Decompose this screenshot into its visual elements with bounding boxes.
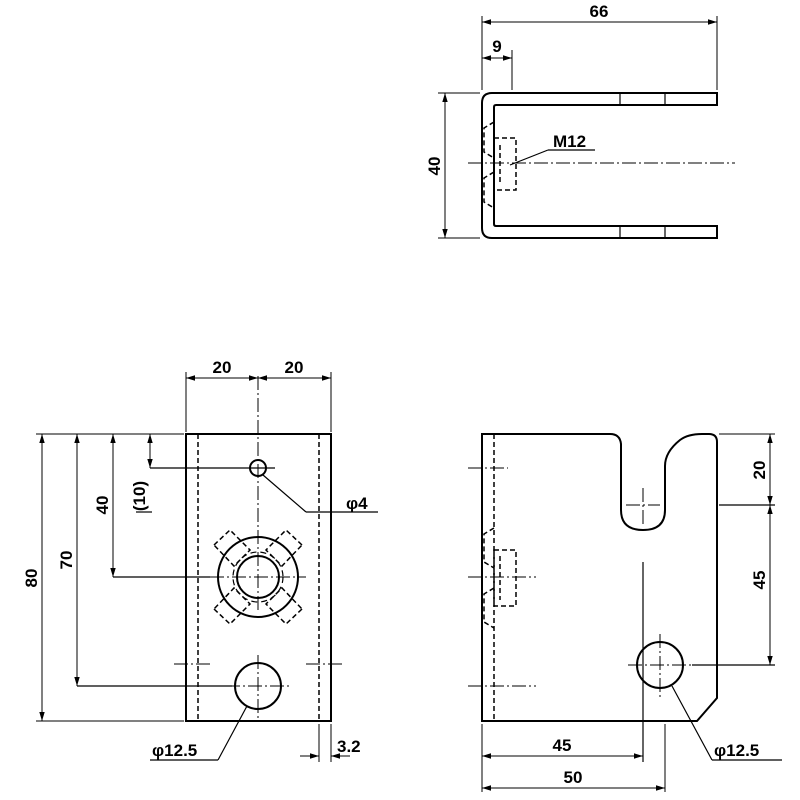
dim-total-height: 80 xyxy=(22,569,41,588)
dim-hole-from-left: 45 xyxy=(553,736,572,755)
dim-lower-hole: 70 xyxy=(57,551,76,570)
dim-slot-depth: 20 xyxy=(750,461,769,480)
dim-thickness: 3.2 xyxy=(337,737,361,756)
dim-total-width: 50 xyxy=(564,768,583,787)
dim-left-col: 20 xyxy=(213,358,232,377)
top-view: 66 9 40 M12 xyxy=(425,2,735,239)
dim-top-offset: 9 xyxy=(492,37,501,56)
dim-top-width: 66 xyxy=(590,2,609,21)
side-view: 20 45 45 50 φ12.5 xyxy=(468,433,782,792)
top-view-outline xyxy=(481,92,718,239)
small-hole-label: φ4 xyxy=(346,494,368,513)
dim-hole-spacing: 45 xyxy=(750,571,769,590)
side-hole-label: φ12.5 xyxy=(714,741,759,760)
front-view: 20 20 80 70 40 (10) φ4 φ12.5 3.2 xyxy=(22,358,378,762)
hidden-nut-top xyxy=(483,121,517,209)
dim-right-col: 20 xyxy=(285,358,304,377)
weld-nut-front xyxy=(210,528,306,626)
dim-center-hole: 40 xyxy=(93,496,112,515)
side-view-outline xyxy=(481,433,718,722)
lower-hole-label: φ12.5 xyxy=(152,741,197,760)
dim-top-height: 40 xyxy=(425,157,444,176)
hidden-nut-side xyxy=(483,527,517,629)
dim-small-hole: (10) xyxy=(130,481,149,511)
thread-label: M12 xyxy=(553,132,586,151)
